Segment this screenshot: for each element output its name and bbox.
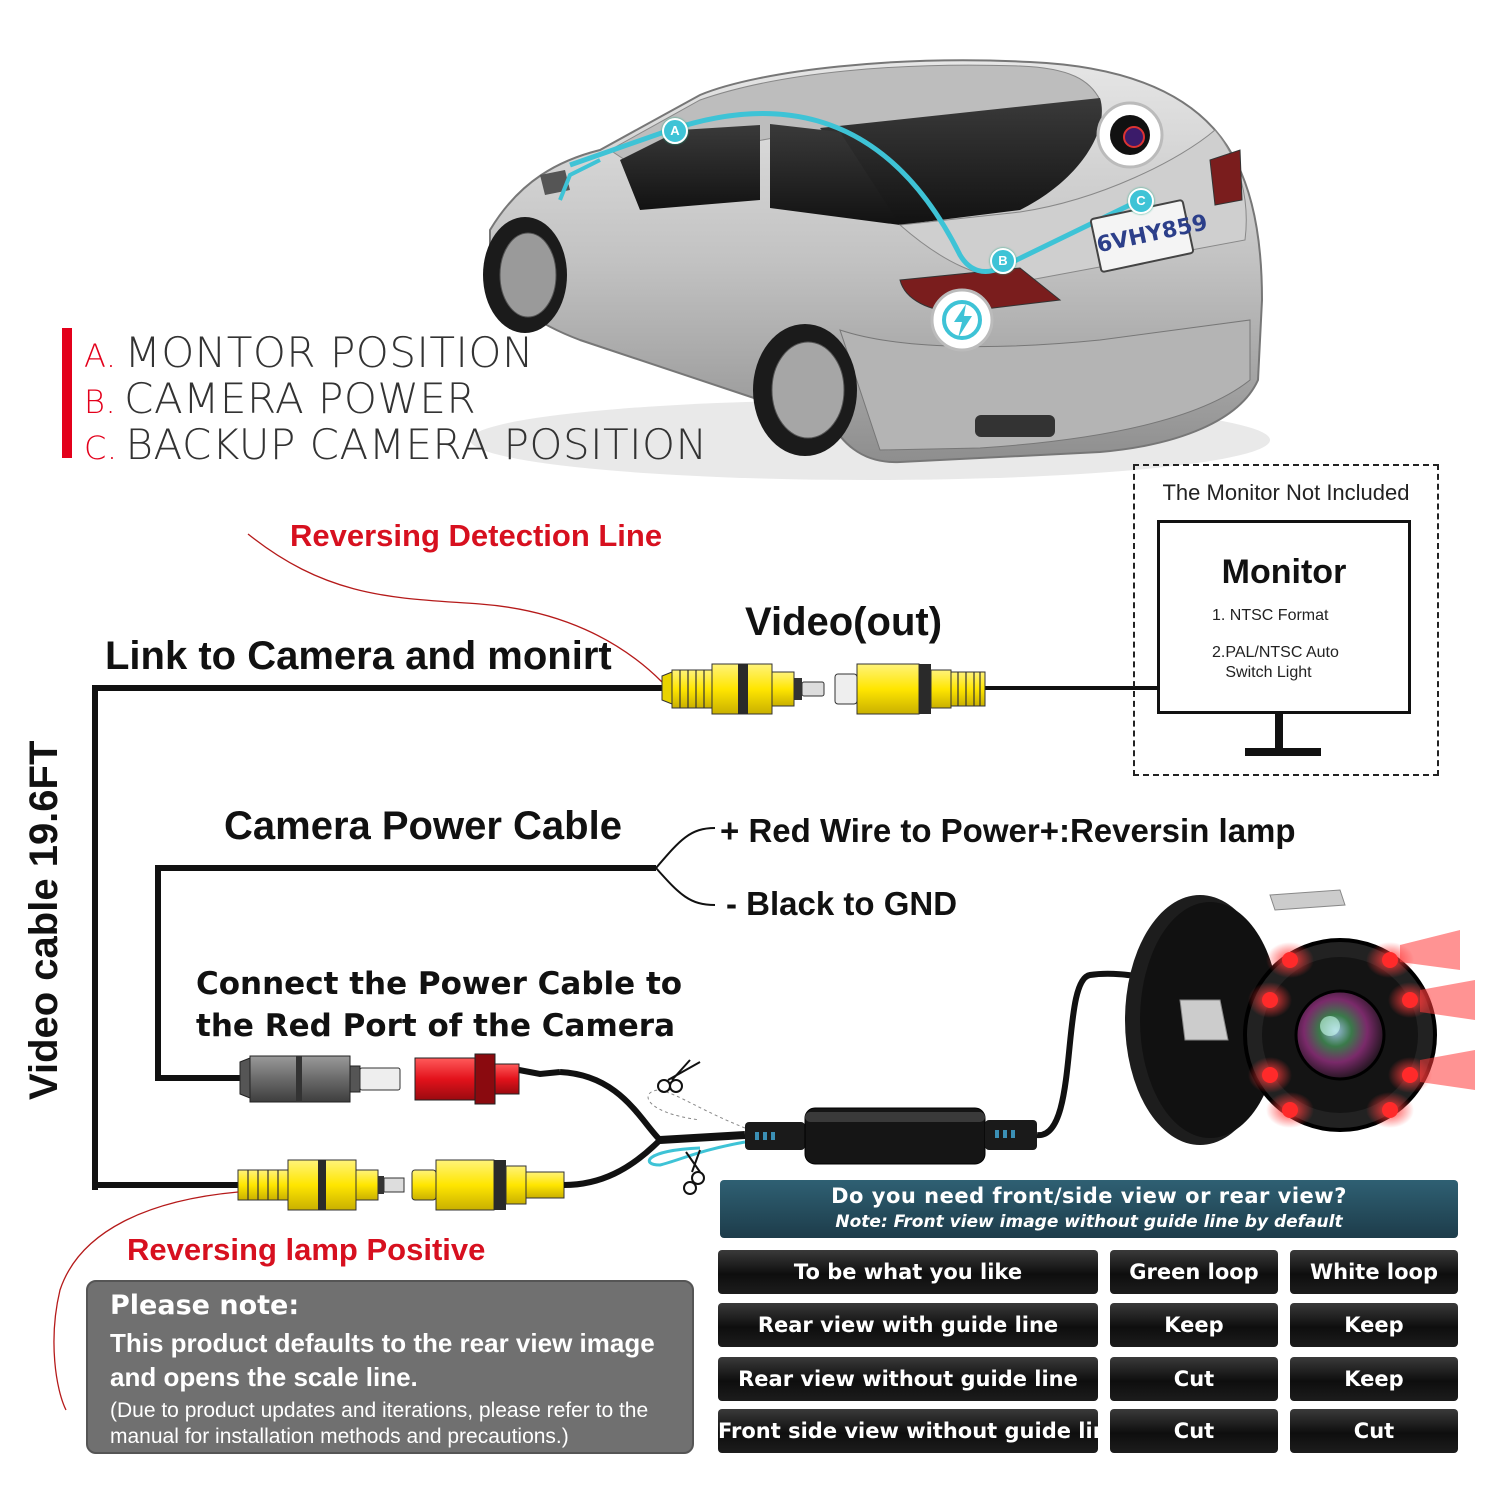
monitor-title: Monitor [1221,553,1347,591]
table-cell: Keep [1290,1357,1458,1401]
cable-module [745,970,1151,1165]
view-question-note: Note: Front view image without guide lin… [835,1212,1343,1232]
note-body: This product defaults to the rear view i… [110,1328,655,1392]
power-cable [155,827,716,1081]
video-cable-top [92,533,1160,1190]
pin-a-marker: A [662,118,688,144]
connect-instruction-line2: the Red Port of the Camera [196,1008,675,1044]
legend-letter: A. [84,337,117,375]
table-cell: Cut [1110,1409,1278,1453]
rca-video-bottom [53,1137,663,1411]
table-cell: Cut [1110,1357,1278,1401]
rca-female-top [834,663,986,715]
pin-b-marker: B [990,248,1016,274]
table-cell: Front side view without guide line [718,1409,1098,1453]
please-note-box: Please note: This product defaults to th… [86,1280,694,1454]
table-header-cell: Green loop [1110,1250,1278,1294]
legend-letter: C. [84,429,118,467]
table-cell: Keep [1290,1303,1458,1347]
video-cable-length-label: Video cable 19.6FT [22,740,66,1100]
legend-text: CAMERA POWER [124,374,477,423]
rca-power-pair [239,1053,561,1105]
scissors-icon [657,1059,701,1093]
backup-camera-illustration [1125,889,1475,1145]
view-question-title: Do you need front/side view or rear view… [831,1184,1347,1208]
connect-instruction-line1: Connect the Power Cable to [196,966,683,1002]
note-small-print: (Due to product updates and iterations, … [110,1399,649,1448]
monitor-not-included-note: The Monitor Not Included [1162,480,1410,505]
reversing-lamp-label: Reversing lamp Positive [127,1232,486,1267]
legend-text: BACKUP CAMERA POSITION [125,420,708,469]
legend-accent-bar [62,328,72,458]
rca-male-top [661,663,825,715]
view-question-banner: Do you need front/side view or rear view… [720,1180,1458,1238]
monitor-spec-1: 1. NTSC Format [1212,607,1329,624]
table-cell: Keep [1110,1303,1278,1347]
monitor-stand-base [1245,748,1321,756]
monitor-screen: Monitor 1. NTSC Format 2.PAL/NTSC Auto S… [1157,520,1411,714]
monitor-spec-2: 2.PAL/NTSC Auto Switch Light [1212,644,1339,681]
video-out-label: Video(out) [745,600,943,644]
table-cell: Rear view without guide line [718,1357,1098,1401]
monitor-stand-neck [1275,714,1283,748]
link-camera-label: Link to Camera and monirt [105,634,612,678]
red-wire-label: + Red Wire to Power+:Reversin lamp [720,812,1296,849]
harness-junction [559,1059,746,1195]
table-cell: Cut [1290,1409,1458,1453]
power-cable-label: Camera Power Cable [224,804,622,848]
legend-item-b: B.CAMERA POWER [84,374,476,423]
table-header-cell: White loop [1290,1250,1458,1294]
monitor-box: The Monitor Not Included Monitor 1. NTSC… [1133,464,1439,776]
black-wire-label: - Black to GND [726,885,958,922]
pin-c-marker: C [1128,188,1154,214]
table-cell: Rear view with guide line [718,1303,1098,1347]
legend-text: MONTOR POSITION [124,328,534,377]
note-title: Please note: [110,1290,300,1321]
scissors-icon [683,1149,705,1195]
table-header-cell: To be what you like [718,1250,1098,1294]
car-illustration [470,59,1270,480]
legend-letter: B. [84,383,117,421]
legend-item-a: A.MONTOR POSITION [84,328,534,377]
reversing-detection-label: Reversing Detection Line [290,518,663,553]
legend-item-c: C.BACKUP CAMERA POSITION [84,420,708,469]
